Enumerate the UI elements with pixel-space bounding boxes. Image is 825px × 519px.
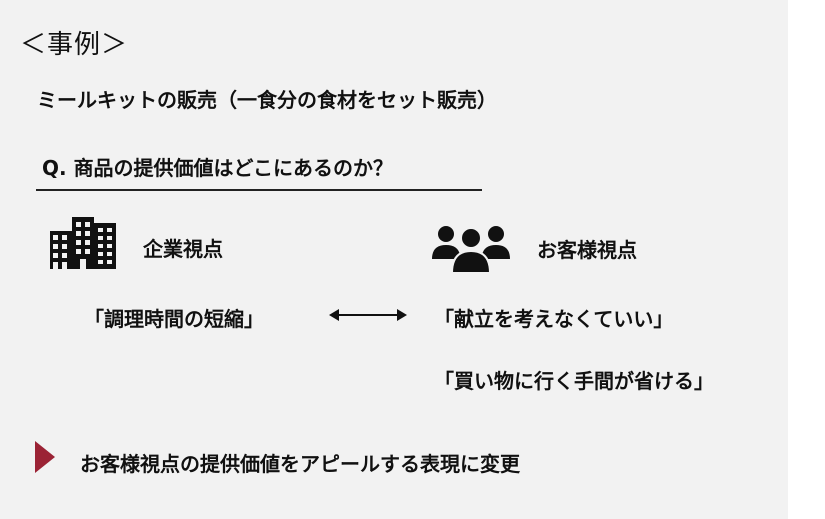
question-underline — [36, 189, 482, 191]
question-text: Q. 商品の提供価値はどこにあるのか？ — [42, 156, 393, 180]
conclusion-text: お客様視点の提供価値をアピールする表現に変更 — [80, 452, 520, 476]
triangle-right-icon — [35, 441, 55, 473]
company-perspective-label: 企業視点 — [143, 237, 223, 261]
double-arrow-icon — [329, 309, 407, 321]
customer-perspective-label: お客様視点 — [537, 238, 637, 262]
slide-title: ＜事例＞ — [20, 30, 129, 60]
people-group-icon — [432, 226, 510, 273]
slide-subtitle: ミールキットの販売（一食分の食材をセット販売） — [37, 88, 497, 112]
buildings-icon — [50, 217, 116, 269]
slide-panel: ＜事例＞ ミールキットの販売（一食分の食材をセット販売） Q. 商品の提供価値は… — [0, 0, 788, 519]
customer-quote-1: 「献立を考えなくていい」 — [434, 307, 674, 331]
customer-quote-2: 「買い物に行く手間が省ける」 — [434, 369, 714, 393]
company-quote: 「調理時間の短縮」 — [84, 307, 264, 331]
